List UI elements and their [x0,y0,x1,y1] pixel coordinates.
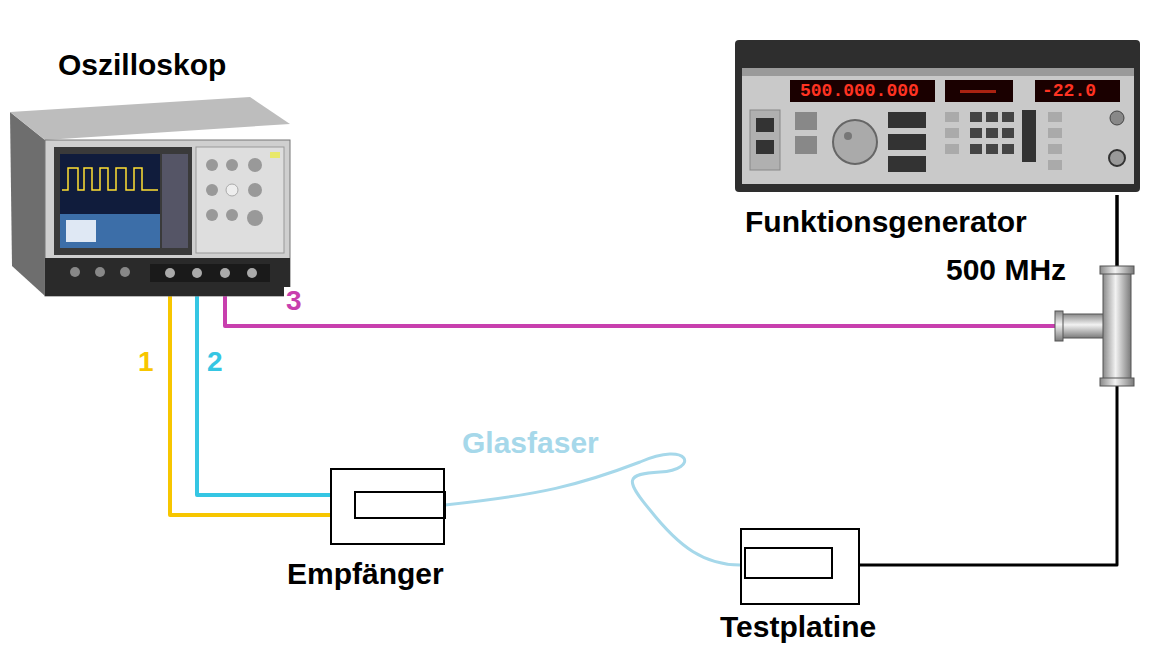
display-reading: 500.000.000 [800,80,919,102]
device-label: Empfänger [287,559,444,589]
cable-segment [445,454,740,565]
device-label: 500 MHz [946,255,1066,285]
test-board-box: Testplatine [740,528,860,605]
cable-number: 3 [284,287,304,315]
board-socket [745,548,832,578]
receiver-socket [355,492,445,518]
function-generator: Funktionsgenerator500 MHz [735,40,1140,195]
device-label: Testplatine [720,612,876,642]
cable-segment [860,195,1117,565]
cable-number: 2 [205,348,225,376]
display-reading: -22.0 [1042,80,1096,102]
device-label: Funktionsgenerator [745,207,1027,237]
cable-connector [860,195,1117,565]
receiver-box: Empfänger [330,468,445,545]
generator-picture [735,40,1140,192]
oscilloscope: Oszilloskop [10,97,290,296]
fiber-connector [445,454,740,565]
cable-number: 1 [136,348,156,376]
fiber-label: Glasfaser [460,428,601,458]
oscilloscope-picture [10,97,290,296]
cable-segment [170,296,330,515]
cable-connector [225,195,1117,326]
cable-connector [170,296,330,515]
device-label: Oszilloskop [58,50,226,80]
cable-segment [225,296,1058,326]
